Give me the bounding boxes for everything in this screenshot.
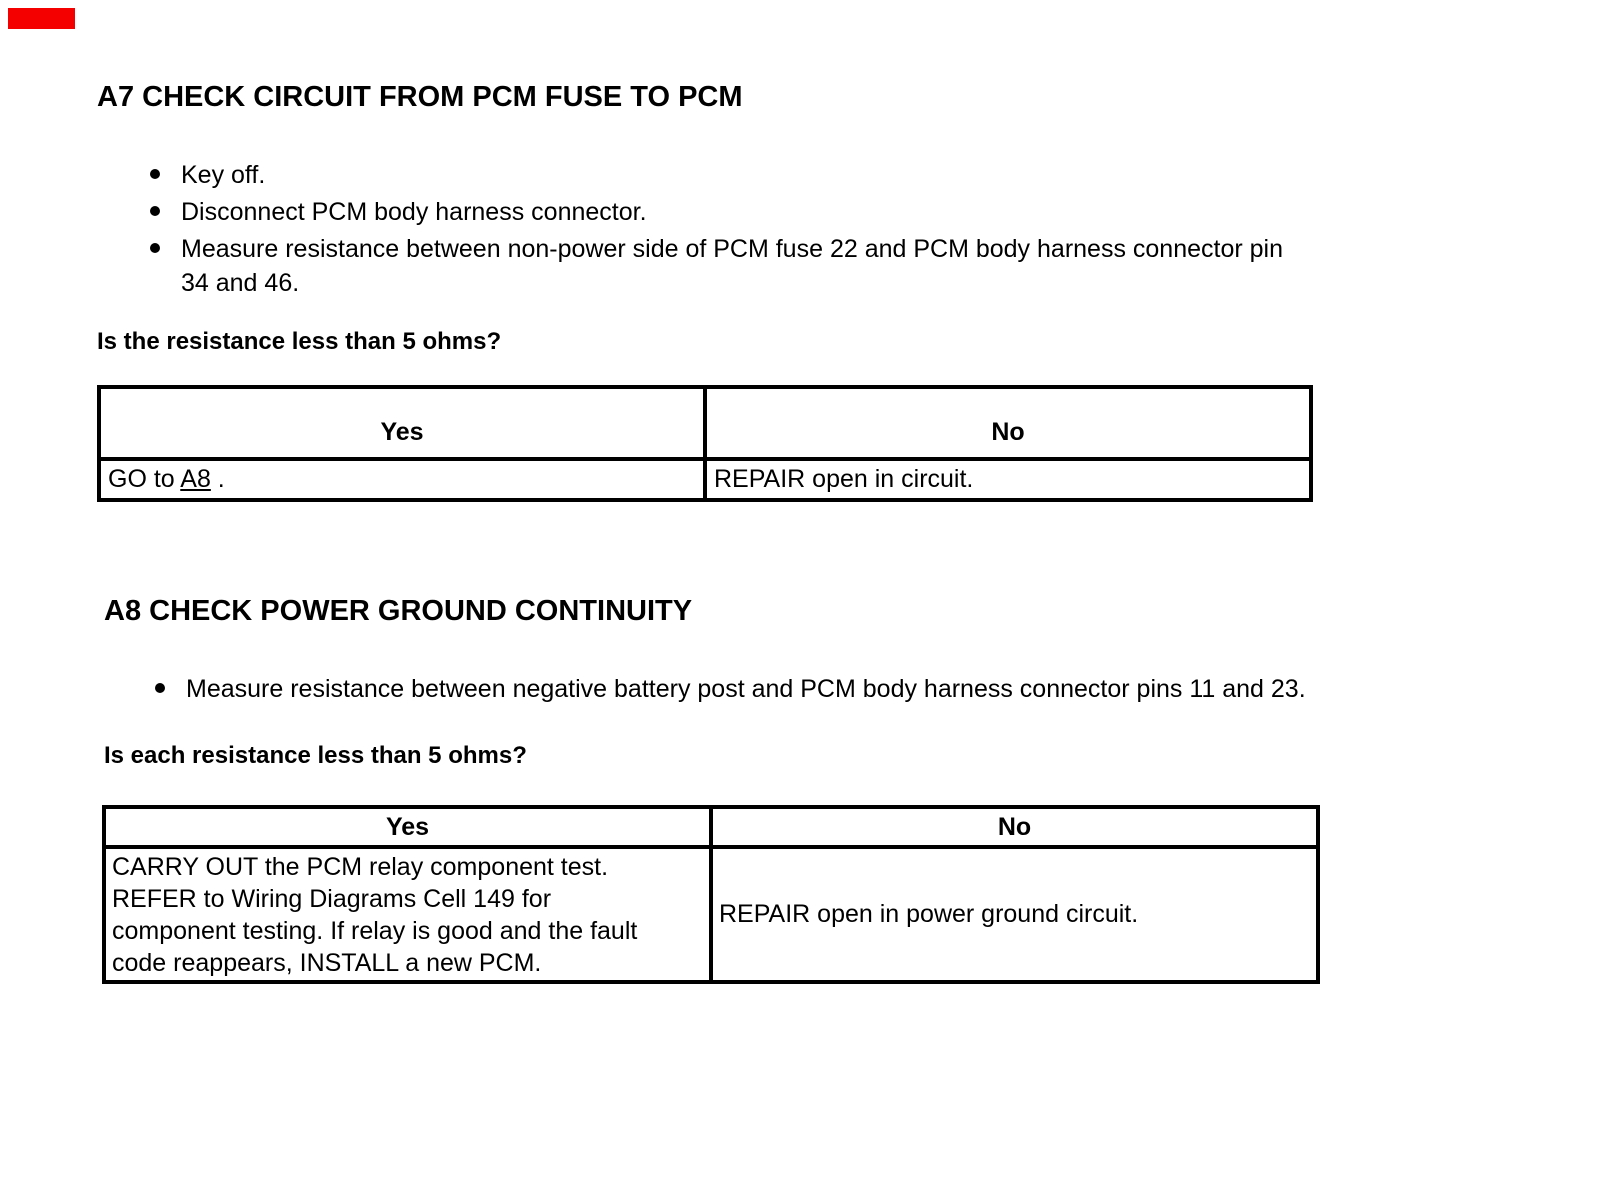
table-row: CARRY OUT the PCM relay component test. … [102, 845, 1320, 984]
list-item: Measure resistance between non-power sid… [150, 232, 1480, 300]
a7-bullet-list: Key off. Disconnect PCM body harness con… [150, 158, 1480, 303]
list-item: Key off. [150, 158, 1480, 192]
col-header-no: No [703, 385, 1313, 461]
a8-link[interactable]: A8 [180, 465, 211, 493]
col-header-no: No [709, 805, 1320, 849]
a8-question: Is each resistance less than 5 ohms? [104, 742, 527, 769]
bullet-icon [150, 206, 160, 216]
bullet-text: Measure resistance between non-power sid… [181, 235, 1283, 297]
a7-question: Is the resistance less than 5 ohms? [97, 328, 502, 355]
bullet-text: Measure resistance between negative batt… [186, 675, 1306, 703]
yes-action-text: CARRY OUT the PCM relay component test. … [112, 852, 638, 977]
bullet-text: Key off. [181, 161, 266, 189]
col-header-yes: Yes [102, 805, 713, 849]
a8-bullet-list: Measure resistance between negative batt… [155, 672, 1485, 709]
no-action-cell: REPAIR open in circuit. [703, 457, 1313, 502]
bullet-icon [150, 243, 160, 253]
bullet-icon [155, 683, 165, 693]
section-a8-title: A8 CHECK POWER GROUND CONTINUITY [104, 595, 693, 627]
no-action-cell: REPAIR open in power ground circuit. [709, 845, 1320, 984]
a8-decision-table: Yes No CARRY OUT the PCM relay component… [102, 805, 1320, 984]
table-header-row: Yes No [97, 385, 1313, 461]
yes-action-cell: CARRY OUT the PCM relay component test. … [102, 845, 713, 984]
table-row: GO to A8 . REPAIR open in circuit. [97, 457, 1313, 502]
bullet-icon [150, 169, 160, 179]
bullet-text: Disconnect PCM body harness connector. [181, 198, 647, 226]
yes-action-cell: GO to A8 . [97, 457, 707, 502]
red-marker [8, 8, 75, 29]
col-header-yes: Yes [97, 385, 707, 461]
list-item: Measure resistance between negative batt… [155, 672, 1485, 706]
table-header-row: Yes No [102, 805, 1320, 849]
a7-decision-table: Yes No GO to A8 . REPAIR open in circuit… [97, 385, 1313, 502]
list-item: Disconnect PCM body harness connector. [150, 195, 1480, 229]
go-to-text: GO to [108, 465, 181, 493]
period-text: . [210, 465, 225, 493]
section-a7-title: A7 CHECK CIRCUIT FROM PCM FUSE TO PCM [97, 81, 743, 113]
